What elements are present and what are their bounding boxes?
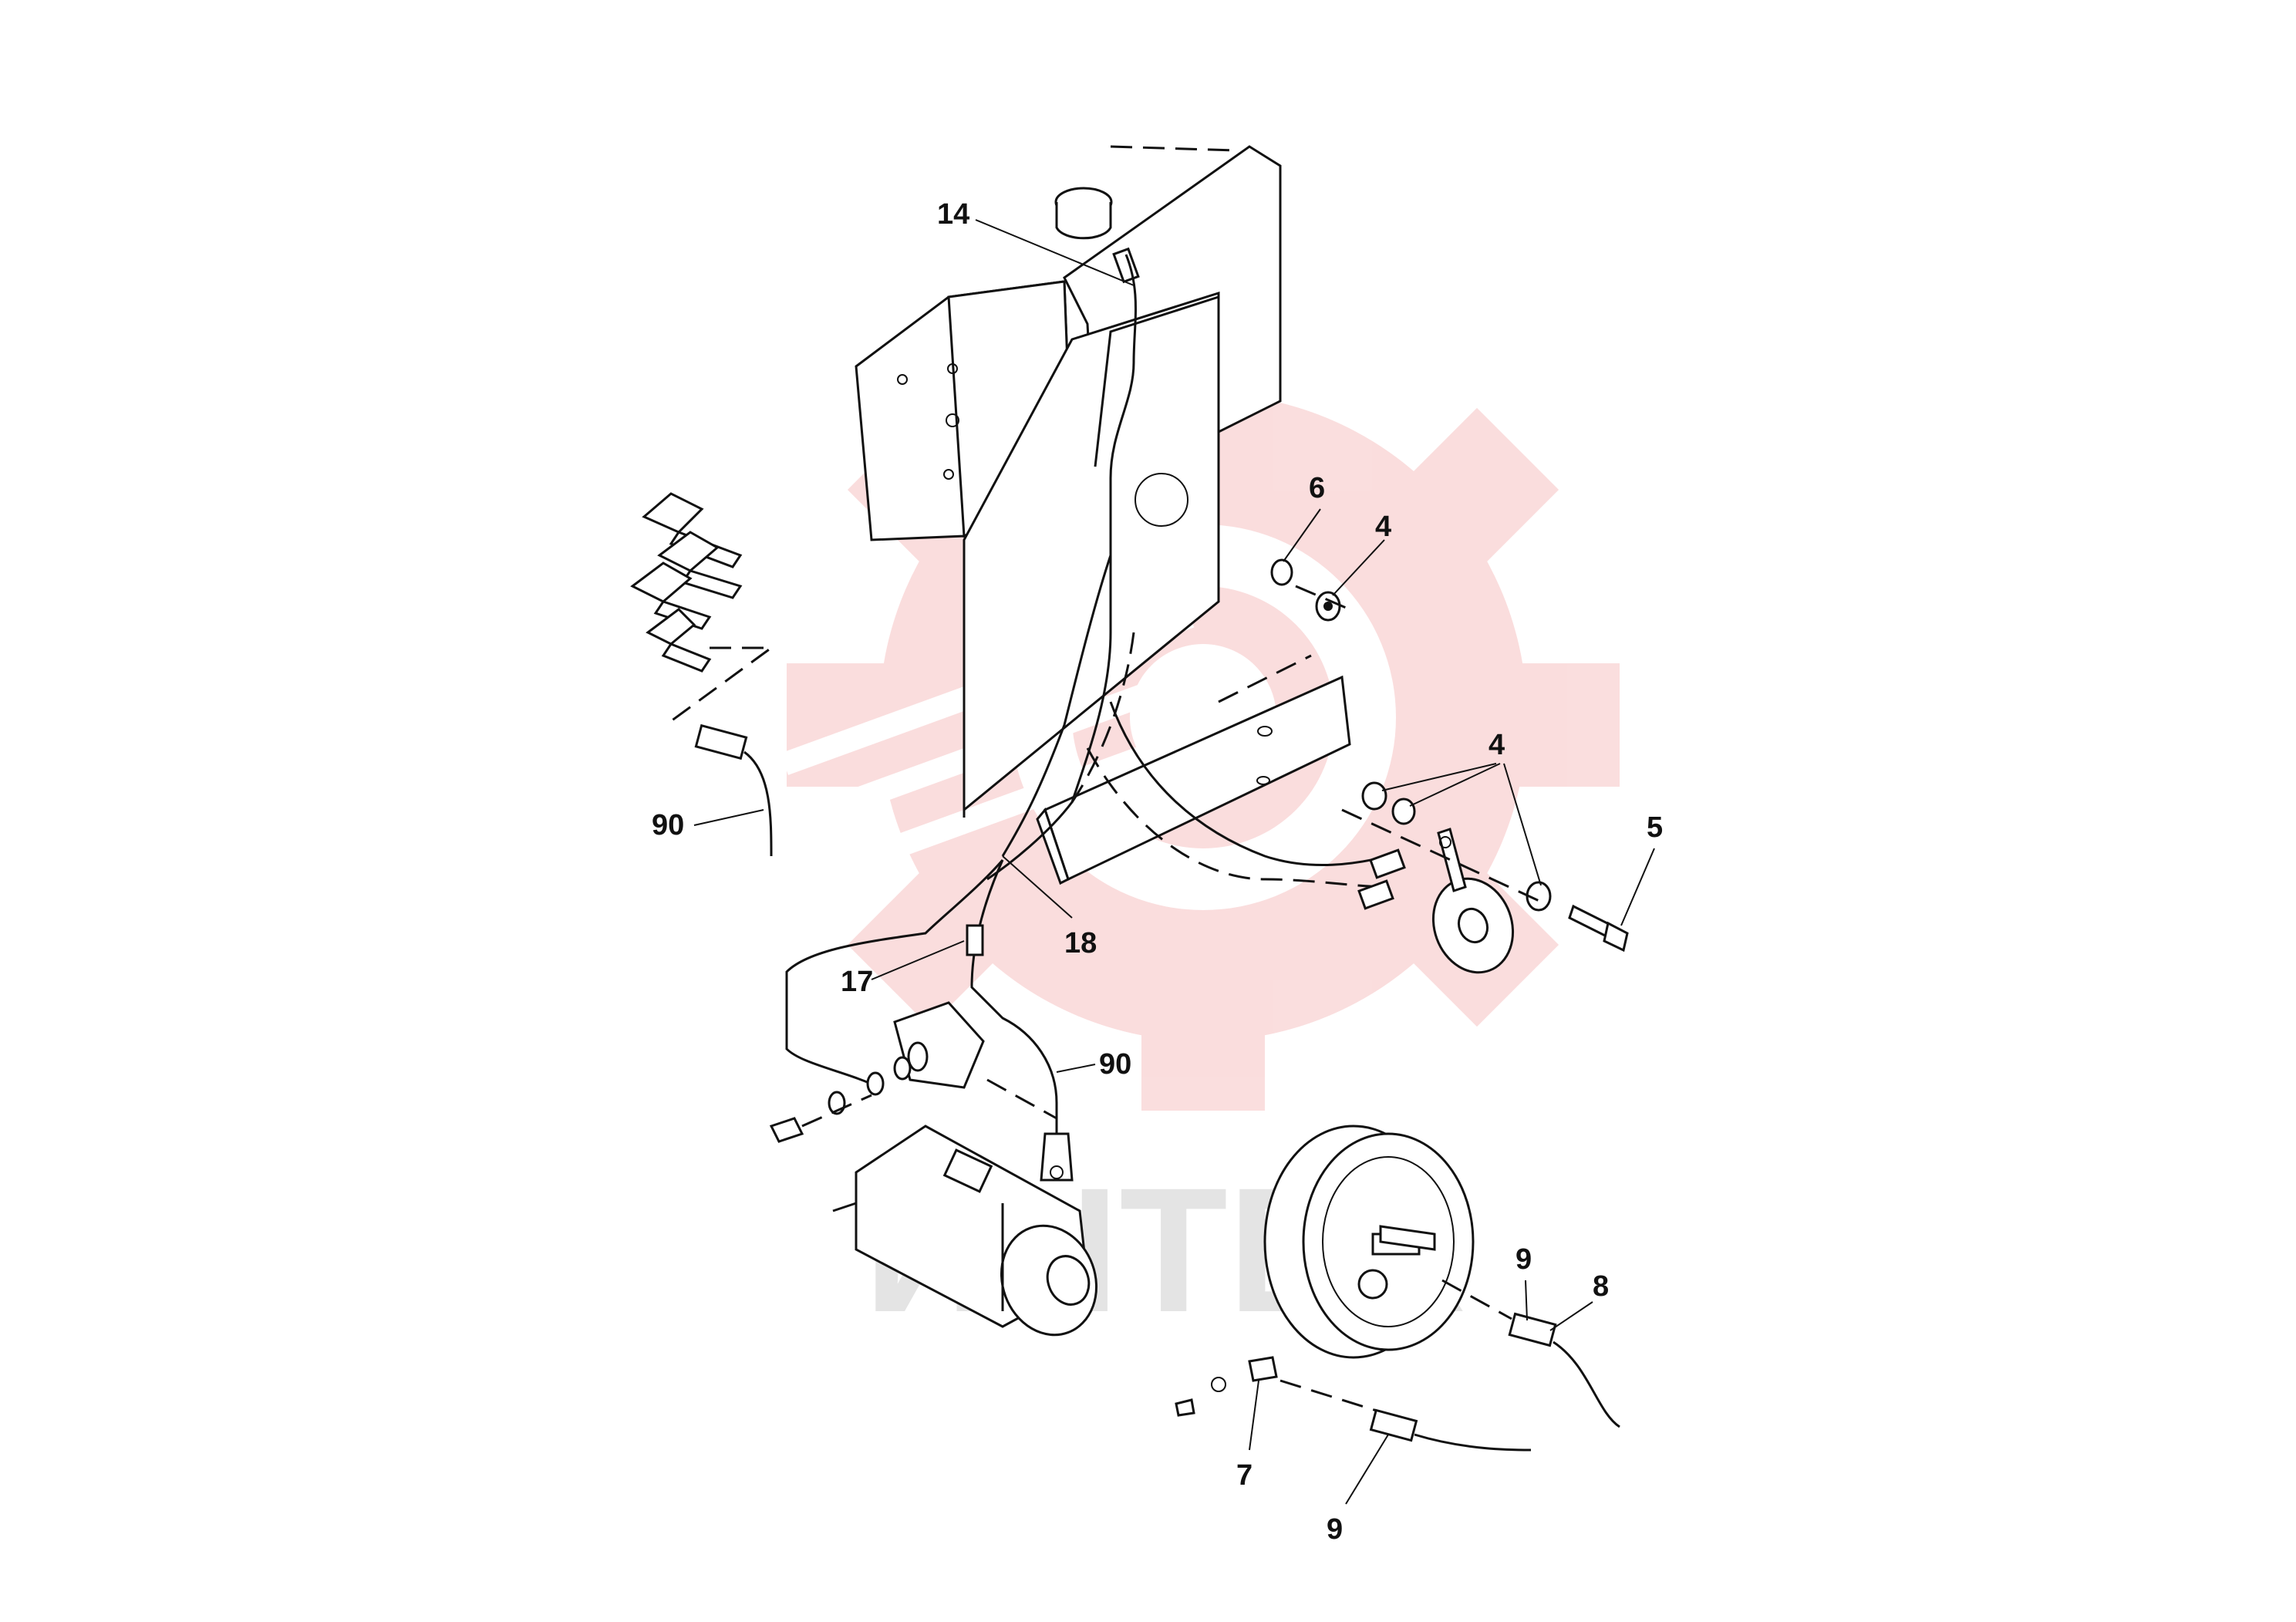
sensor-cap [1054,187,1140,284]
brake-drum-assembly [1175,1125,1620,1452]
callout-18: 18 [1064,927,1097,959]
wiring-harness [785,254,1406,1182]
horn [1431,828,1515,974]
washers-and-bolt [1270,558,1629,953]
terminal-connector-set [630,492,775,857]
callout-90-center: 90 [1099,1048,1131,1081]
callout-5: 5 [1647,811,1663,844]
mounting-bracket [855,145,1282,818]
callout-4-lower: 4 [1489,729,1505,761]
callout-90-left: 90 [652,809,684,841]
callout-7: 7 [1236,1459,1253,1492]
callout-4-upper: 4 [1375,511,1391,543]
callout-labels: 14 6 4 4 5 90 18 17 90 9 8 7 9 [652,198,1663,1546]
callout-8: 8 [1593,1270,1609,1303]
starter-motor [769,1001,1098,1337]
callout-14: 14 [937,198,969,231]
callout-9-lower: 9 [1327,1513,1343,1546]
callout-9-upper: 9 [1515,1243,1532,1276]
callout-6: 6 [1309,472,1325,504]
callout-17: 17 [841,966,873,998]
mounting-plate [1036,654,1351,885]
leader-lines [693,219,1655,1505]
